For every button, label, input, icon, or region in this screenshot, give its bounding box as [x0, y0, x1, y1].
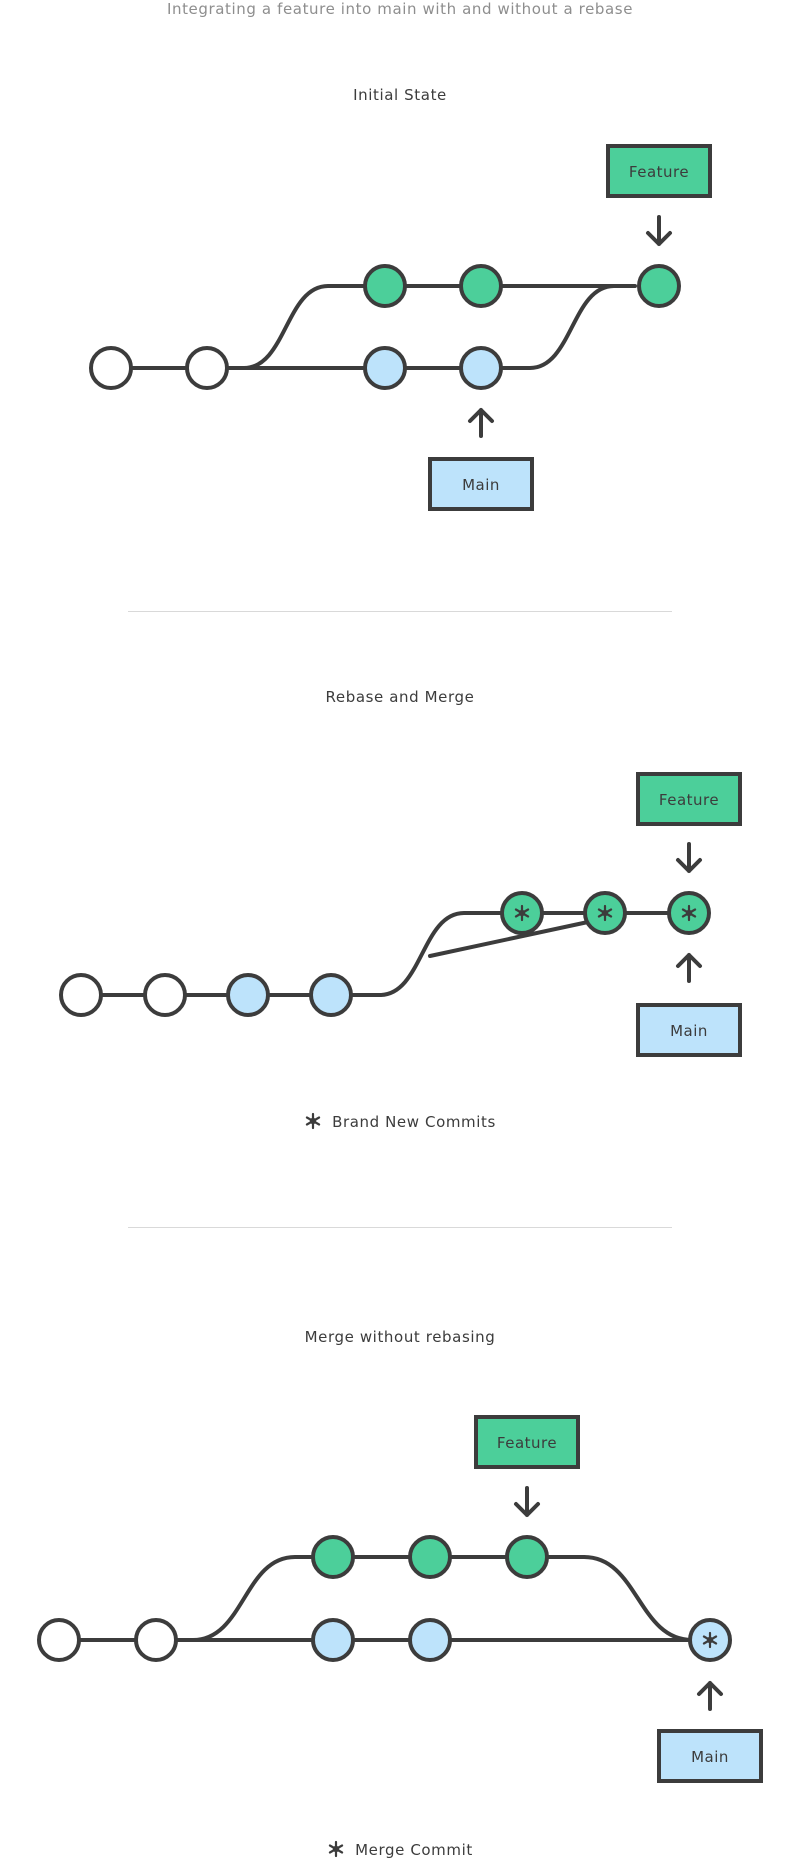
feature-branch-out: [191, 1555, 586, 1642]
main-commit-2: [408, 1618, 452, 1662]
main-pointer: Main: [428, 408, 534, 511]
main-commit-1: [226, 973, 270, 1017]
feature-label-box: [474, 1415, 580, 1469]
feature-label-box: [636, 772, 742, 826]
legend-label: Brand New Commits: [332, 1113, 496, 1131]
feature-label: Feature: [629, 163, 689, 181]
feature-commit-3: [637, 264, 681, 308]
feature-label: Feature: [659, 791, 719, 809]
section-title-initial-state: Initial State: [353, 86, 447, 104]
feature-commit-2: [408, 1535, 452, 1579]
legend-brand-new-commits: Brand New Commits: [0, 1112, 800, 1131]
main-commit-2: [309, 973, 353, 1017]
legend-merge-commit: Merge Commit: [0, 1840, 800, 1859]
main-label: Main: [462, 476, 500, 494]
main-pointer: Main: [657, 1681, 763, 1783]
arrow-up-icon: [697, 1681, 723, 1711]
arrow-down-icon: [646, 215, 672, 246]
section-divider: [128, 611, 672, 612]
feature-commit-3: [505, 1535, 549, 1579]
feature-commit-1: [311, 1535, 355, 1579]
main-pointer: Main: [636, 953, 742, 1057]
arrow-down-icon: [514, 1486, 540, 1517]
main-commit-1: [363, 346, 407, 390]
main-label: Main: [670, 1022, 708, 1040]
section-title-merge-without-rebasing: Merge without rebasing: [304, 1328, 496, 1346]
initial-state-diagram: Feature Main: [89, 144, 712, 511]
main-label-box: [636, 1003, 742, 1057]
legend-label: Merge Commit: [355, 1841, 473, 1859]
asterisk-icon: [681, 904, 697, 922]
rebase-and-merge-diagram: Feature Main: [59, 772, 742, 1057]
arrow-down-icon: [676, 842, 702, 873]
commit-1: [59, 973, 103, 1017]
main-label: Main: [691, 1748, 729, 1766]
commit-1: [89, 346, 133, 390]
commit-1: [37, 1618, 81, 1662]
main-commit-1: [311, 1618, 355, 1662]
asterisk-icon: [514, 904, 530, 922]
arrow-up-icon: [676, 953, 702, 983]
old-base-line: [428, 920, 590, 958]
commit-2: [143, 973, 187, 1017]
feature-pointer: Feature: [474, 1415, 580, 1517]
main-label-box: [428, 457, 534, 511]
section-title-rebase-and-merge: Rebase and Merge: [325, 688, 475, 706]
section-divider: [128, 1227, 672, 1228]
feature-pointer: Feature: [606, 144, 712, 246]
feature-label-box: [606, 144, 712, 198]
feature-commit-2: [459, 264, 503, 308]
feature-label: Feature: [497, 1434, 557, 1452]
merge-without-rebasing-diagram: Feature Main: [37, 1415, 763, 1783]
asterisk-icon: [702, 1631, 718, 1649]
asterisk-icon: [328, 1840, 344, 1858]
feature-commit-1: [363, 264, 407, 308]
feature-pointer: Feature: [636, 772, 742, 873]
feature-merge-in: [582, 1555, 694, 1642]
arrow-up-icon: [468, 408, 494, 438]
page-subtitle: Integrating a feature into main with and…: [166, 0, 634, 18]
feature-line: [242, 284, 616, 370]
asterisk-icon: [305, 1112, 321, 1130]
commit-2: [185, 346, 229, 390]
main-commit-2: [459, 346, 503, 390]
asterisk-icon: [597, 904, 613, 922]
main-label-box: [657, 1729, 763, 1783]
rebase-curve: [378, 911, 691, 997]
commit-2: [134, 1618, 178, 1662]
